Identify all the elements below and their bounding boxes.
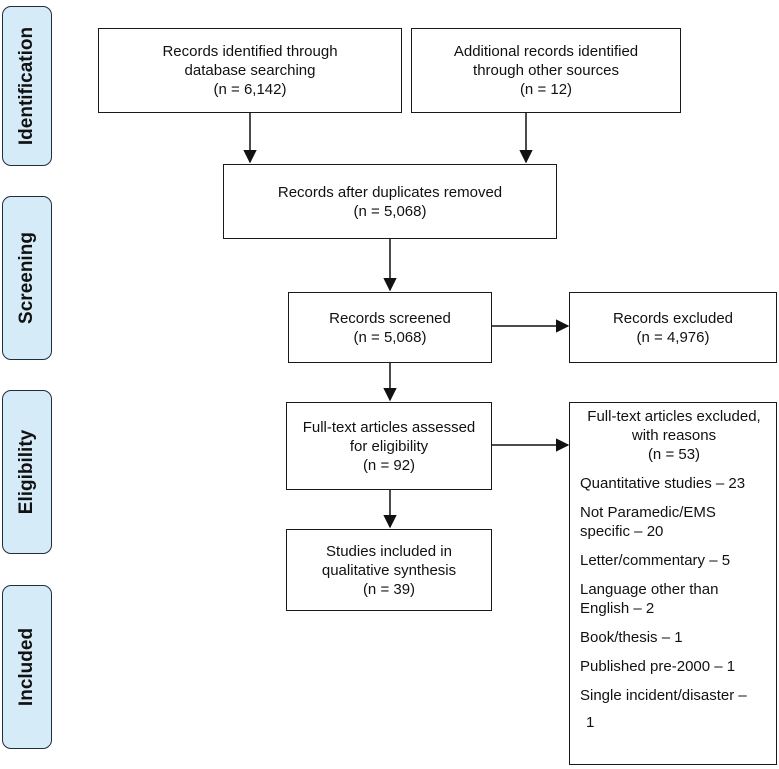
screened-line1: Records screened (329, 309, 451, 327)
exclusion-reason: Published pre-2000 – 1 (580, 657, 768, 676)
fulltext-excluded-line2: with reasons (631, 427, 717, 444)
other-sources-count: (n = 12) (519, 81, 573, 98)
exclusion-reason: Single incident/disaster – 1 (580, 686, 768, 732)
fulltext-count: (n = 92) (362, 456, 416, 474)
other-sources-line2: through other sources (473, 62, 619, 79)
box-duplicates-removed: Records after duplicates removed (n = 5,… (223, 164, 557, 239)
stage-identification: Identification (2, 6, 52, 166)
reason-line2: specific – 20 (580, 523, 664, 540)
duplicates-count: (n = 5,068) (353, 202, 427, 220)
exclusion-reason: Quantitative studies – 23 (580, 474, 768, 493)
box-studies-included: Studies included in qualitative synthesi… (286, 529, 492, 611)
stage-included: Included (2, 585, 52, 749)
screened-count: (n = 5,068) (353, 328, 427, 346)
database-count: (n = 6,142) (213, 81, 287, 98)
excluded-count: (n = 4,976) (636, 328, 710, 346)
fulltext-line2: for eligibility (349, 437, 429, 455)
exclusion-reason: Letter/commentary – 5 (580, 551, 768, 570)
fulltext-excluded-header: Full-text articles excluded, with reason… (580, 407, 768, 464)
box-fulltext-excluded: Full-text articles excluded, with reason… (569, 402, 777, 765)
database-line2: database searching (184, 62, 316, 79)
box-other-sources: Additional records identified through ot… (411, 28, 681, 113)
fulltext-excluded-line1: Full-text articles excluded, (587, 408, 761, 425)
excluded-line1: Records excluded (612, 309, 734, 327)
reason-line1: Single incident/disaster – (580, 687, 747, 704)
fulltext-excluded-count: (n = 53) (647, 446, 701, 463)
other-sources-line1: Additional records identified (453, 43, 639, 60)
exclusion-reason: Language other than English – 2 (580, 580, 768, 618)
box-database-records: Records identified through database sear… (98, 28, 402, 113)
included-count: (n = 39) (362, 580, 416, 598)
fulltext-line1: Full-text articles assessed (302, 418, 476, 436)
database-line1: Records identified through (162, 43, 338, 60)
reason-line1: Published pre-2000 – 1 (580, 658, 736, 675)
included-line2: qualitative synthesis (321, 561, 457, 579)
reason-line1: Letter/commentary – 5 (580, 552, 731, 569)
box-fulltext-assessed: Full-text articles assessed for eligibil… (286, 402, 492, 490)
reason-line1: Book/thesis – 1 (580, 629, 683, 646)
reason-line1: Quantitative studies – 23 (580, 475, 746, 492)
box-records-excluded: Records excluded (n = 4,976) (569, 292, 777, 363)
reason-line2: English – 2 (580, 600, 655, 617)
reason-line2: 1 (586, 714, 595, 731)
exclusion-reason: Not Paramedic/EMS specific – 20 (580, 503, 768, 541)
exclusion-reason: Book/thesis – 1 (580, 628, 768, 647)
reason-line1: Not Paramedic/EMS (580, 504, 716, 521)
box-records-screened: Records screened (n = 5,068) (288, 292, 492, 363)
stage-eligibility: Eligibility (2, 390, 52, 554)
stage-screening: Screening (2, 196, 52, 360)
reason-line1: Language other than (580, 581, 719, 598)
included-line1: Studies included in (326, 542, 452, 560)
duplicates-line1: Records after duplicates removed (277, 183, 503, 201)
